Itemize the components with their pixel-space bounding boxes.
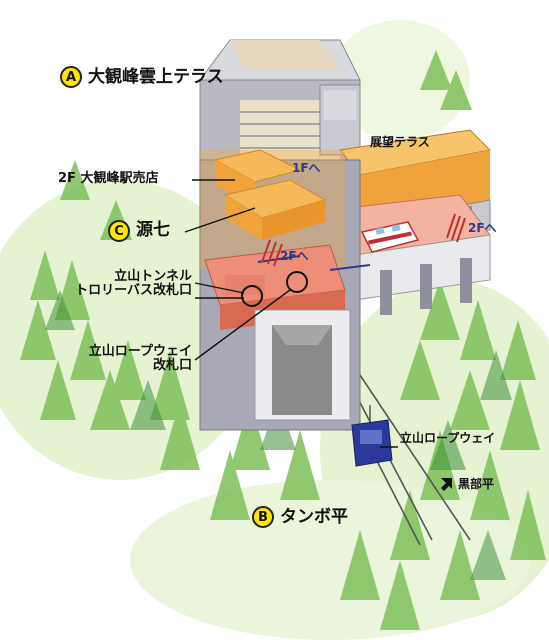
label-ropeway-gate-line2: 改札口	[152, 358, 192, 374]
label-to-2f-left: 2Fへ	[280, 249, 309, 263]
label-genshichi: 源七	[136, 220, 170, 240]
stairs-icon	[446, 213, 466, 243]
marker-a: A	[60, 66, 82, 88]
main-building	[199, 149, 371, 431]
label-tunnel-trolley-gate-line2: トロリーバス改札口	[75, 283, 192, 299]
ropeway-gate-circle-icon	[286, 271, 308, 293]
label-kurobedaira: 黒部平	[458, 477, 495, 491]
trolley-bus-icon	[360, 221, 420, 253]
label-tunnel-trolley-gate-line1: 立山トンネル	[114, 269, 192, 284]
label-tenbou-terrace: 展望テラス	[370, 135, 430, 149]
marker-b: B	[252, 506, 274, 528]
marker-c: C	[108, 220, 130, 242]
label-ropeway-gate: 立山ロープウェイ 改札口	[30, 344, 192, 374]
gondola-icon	[351, 405, 393, 467]
label-tanbodaira: タンボ平	[280, 507, 348, 527]
label-shop-2f: 2F 大観峰駅売店	[58, 171, 159, 186]
tunnel-gate-circle-icon	[241, 285, 263, 307]
label-tunnel-trolley-gate: 立山トンネル トロリーバス改札口	[36, 269, 192, 299]
down-right-arrow-icon	[441, 478, 452, 491]
label-tateyama-ropeway: 立山ロープウェイ	[400, 431, 496, 445]
label-daikanbo-unjo-terrace: 大観峰雲上テラス	[88, 67, 224, 87]
forest-background	[0, 20, 549, 640]
leader-lines	[184, 179, 398, 448]
label-to-2f-right: 2Fへ	[468, 221, 497, 235]
label-to-1f: 1Fへ	[292, 161, 321, 175]
label-ropeway-gate-line1: 立山ロープウェイ	[88, 344, 192, 359]
